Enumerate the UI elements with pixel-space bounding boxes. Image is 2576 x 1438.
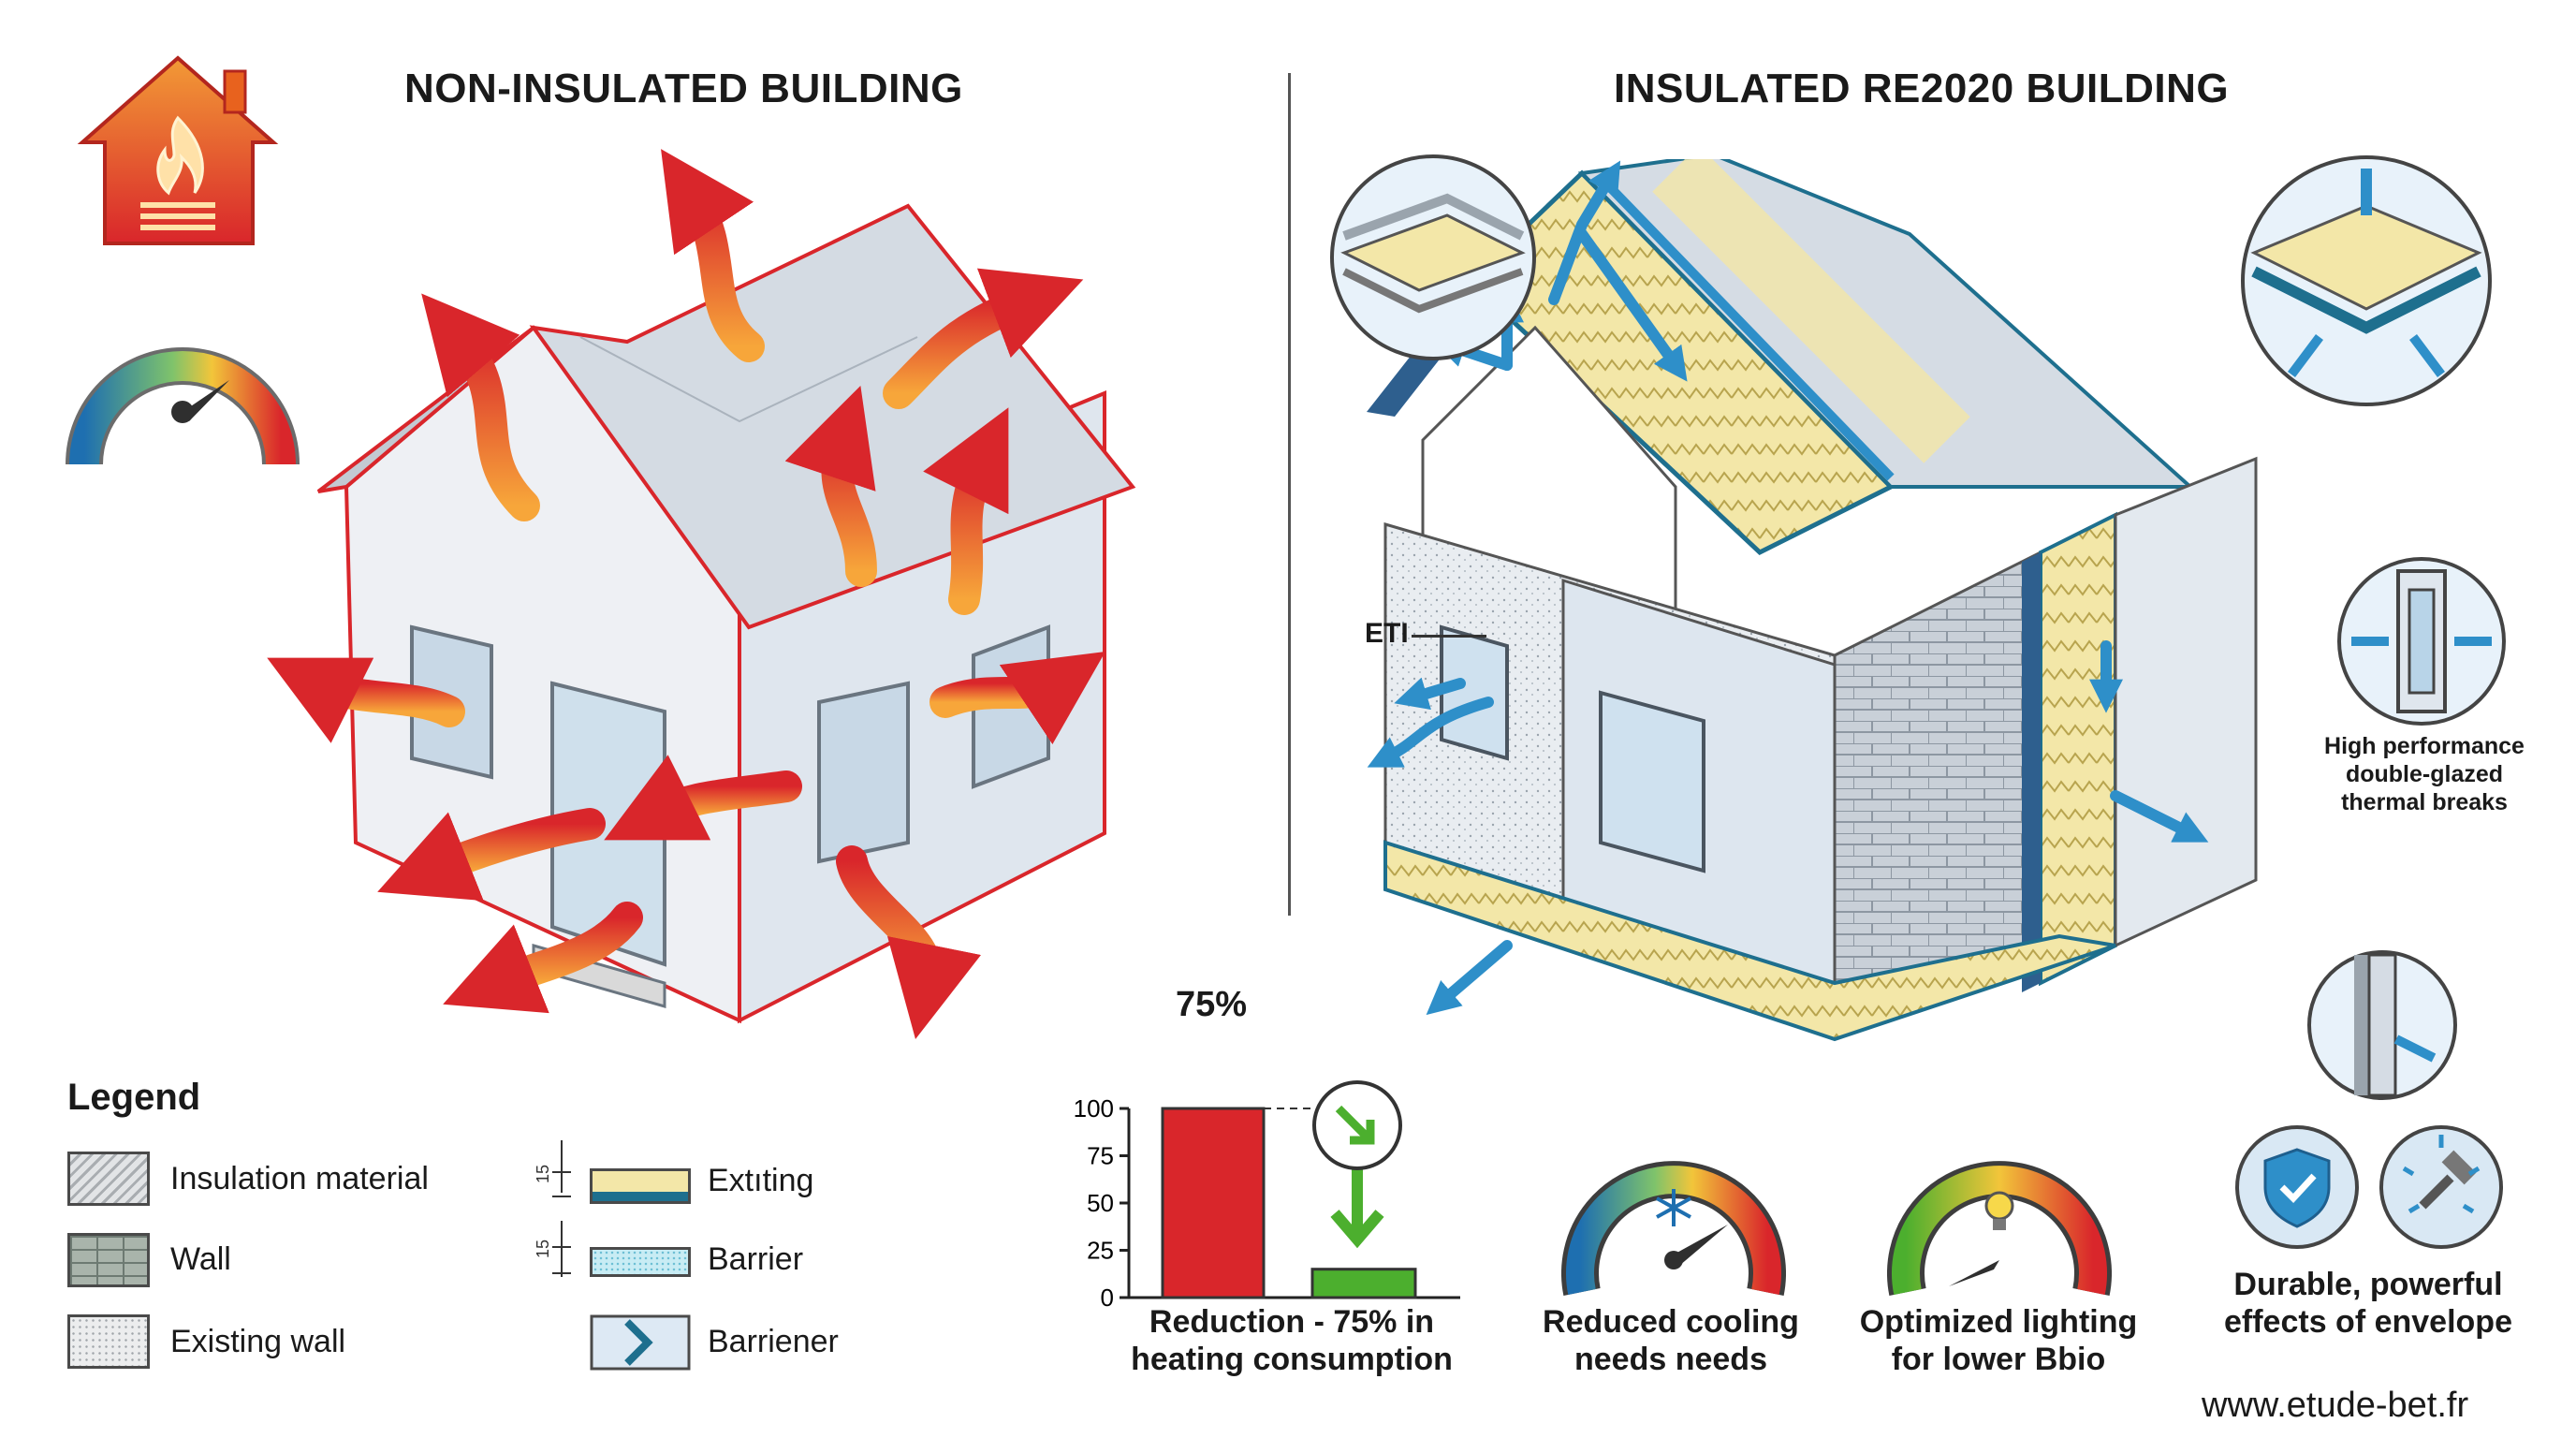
lighting-caption-line-1: Optimized lighting [1859,1304,2138,1340]
durable-caption-line-2: effects of envelope [2224,1304,2512,1340]
bar-before [1161,1107,1266,1299]
temperature-gauge-icon [66,347,300,465]
eti-label: ETI [1365,618,1409,649]
heat-loss-arrows [267,149,1105,1040]
cooling-caption-line-2: needs needs [1574,1342,1767,1377]
insulated-house-illustration [1367,159,2258,1042]
y-tick-label: 0 [1101,1284,1114,1312]
lighting-caption: Optimized lighting for lower Bbio [1825,1303,2172,1378]
legend-label-extiting: Extıting [708,1163,814,1198]
lighting-caption-line-2: for lower Bbio [1891,1342,2106,1377]
y-tick-label: 100 [1074,1094,1114,1123]
wall-section-detail-icon [2307,950,2457,1100]
durable-caption: Durable, powerful effects of envelope [2209,1266,2527,1341]
glazing-label-line-3: thermal breaks [2341,789,2508,815]
glazing-label: High performance double-glazed thermal b… [2303,732,2546,816]
bar-after [1310,1268,1417,1299]
roof-layers-detail-icon [1330,154,1536,360]
insulation-material-swatch [67,1152,150,1206]
house-fire-icon [77,55,279,245]
legend-label-insulation-material: Insulation material [170,1161,429,1196]
y-tick-label: 75 [1087,1142,1114,1170]
chart-caption-line-2: heating consumption [1131,1342,1453,1377]
legend-label-existing-wall: Existing wall [170,1324,346,1359]
heating-reduction-chart: 100 75 50 25 0 [1074,1080,1460,1312]
left-title: NON-INSULATED BUILDING [404,66,963,111]
extiting-swatch [590,1168,691,1204]
eti-leader-line [1412,635,1486,638]
lightbulb-icon [1984,1191,2014,1230]
center-divider [1288,73,1291,916]
chart-caption-line-1: Reduction - 75% in [1149,1304,1435,1340]
chart-annotation: 75% [1176,985,1248,1024]
chart-caption: Reduction - 75% in heating consumption [1105,1303,1479,1378]
durable-caption-line-1: Durable, powerful [2233,1267,2503,1302]
right-title: INSULATED RE2020 BUILDING [1614,66,2230,111]
cooling-caption: Reduced cooling needs needs [1498,1303,1844,1378]
barrier-swatch [590,1247,691,1277]
hammer-icon [2379,1125,2503,1249]
glazing-label-line-2: double-glazed [2345,761,2504,787]
website-url[interactable]: www.etude-bet.fr [2202,1386,2469,1425]
legend-label-barrier: Barrier [708,1241,804,1277]
glazing-label-line-1: High performance [2324,733,2525,759]
shield-check-icon [2235,1125,2359,1249]
ceiling-layers-detail-icon [2241,155,2492,406]
legend-title: Legend [67,1077,201,1118]
dimension-markers: 15 15 [534,1140,571,1277]
svg-text:15: 15 [534,1165,552,1183]
legend-label-wall: Wall [170,1241,231,1277]
cooling-caption-line-1: Reduced cooling [1543,1304,1799,1340]
snowflake-icon [1656,1189,1691,1226]
down-arrow-icon [1335,1105,1375,1145]
barriener-swatch [590,1314,691,1371]
window-detail-icon [2337,557,2506,726]
cooling-gauge-icon [1561,1161,1786,1296]
existing-wall-swatch [67,1314,150,1369]
y-tick-label: 50 [1087,1189,1114,1217]
wall-swatch [67,1233,150,1287]
legend-label-barriener: Barriener [708,1324,839,1359]
svg-text:15: 15 [534,1240,552,1258]
y-tick-label: 25 [1087,1237,1114,1265]
lighting-gauge-icon [1887,1161,2112,1296]
